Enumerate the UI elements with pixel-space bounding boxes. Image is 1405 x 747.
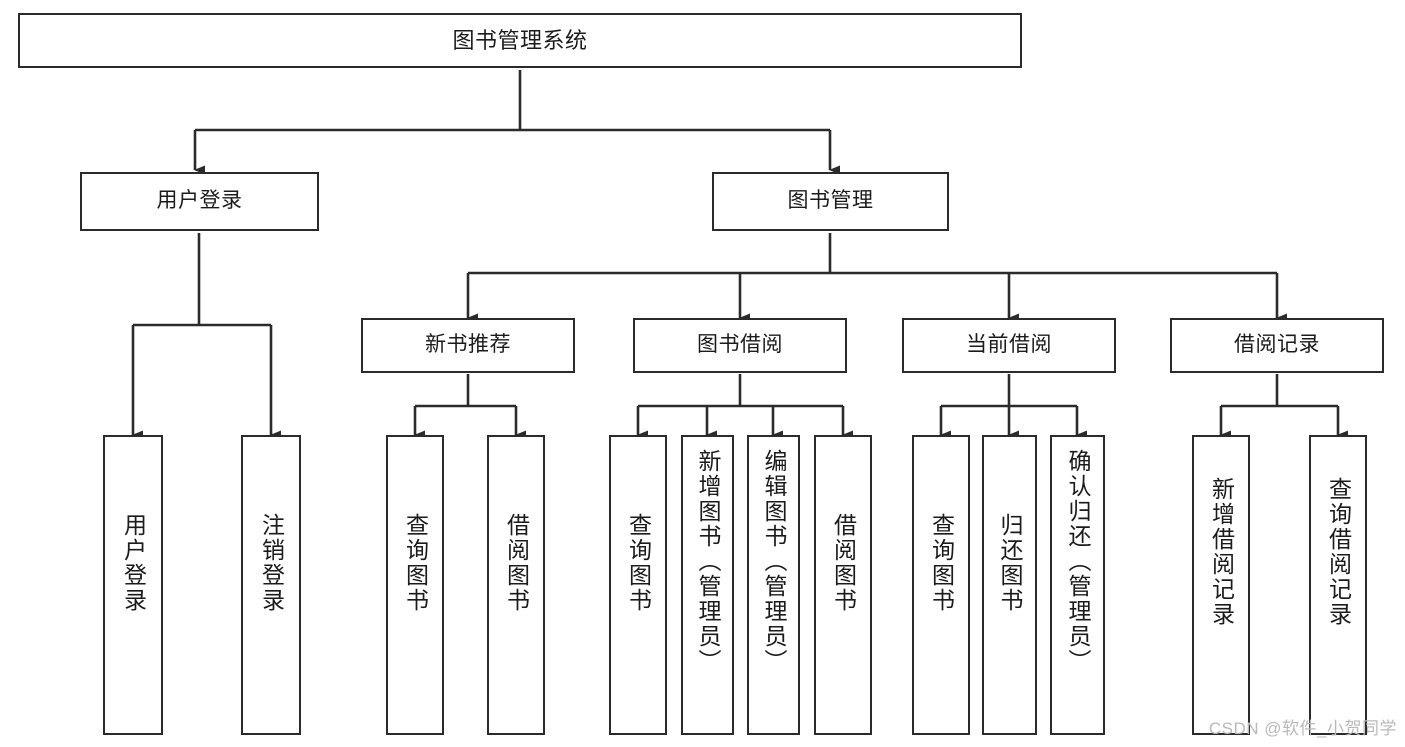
csdn-watermark: CSDN @软件_小贺同学 bbox=[1208, 719, 1397, 738]
node-label: 借阅记录 bbox=[1234, 333, 1320, 357]
node-label: 图书管理 bbox=[787, 189, 874, 213]
node-label: 图书借阅 bbox=[697, 333, 783, 357]
node-root-图书管理系统[interactable]: 图书管理系统 bbox=[18, 13, 1022, 68]
node-label: 新增借阅记录 bbox=[1208, 477, 1235, 627]
node-leaf-logout[interactable]: 注销登录 bbox=[241, 435, 301, 735]
node-leaf-add-book[interactable]: 新增图书（管理员） bbox=[681, 435, 734, 735]
node-leaf-query-record[interactable]: 查询借阅记录 bbox=[1309, 435, 1367, 735]
node-new-book-recommend[interactable]: 新书推荐 bbox=[361, 318, 575, 373]
node-leaf-return-book[interactable]: 归还图书 bbox=[982, 435, 1037, 735]
node-label: 新增图书（管理员） bbox=[695, 449, 721, 674]
node-borrow-record[interactable]: 借阅记录 bbox=[1170, 318, 1384, 373]
node-label: 归还图书 bbox=[997, 513, 1023, 613]
node-label: 当前借阅 bbox=[966, 333, 1052, 357]
node-book-manage[interactable]: 图书管理 bbox=[712, 172, 949, 231]
node-label: 借阅图书 bbox=[830, 513, 857, 613]
node-leaf-user-login[interactable]: 用户登录 bbox=[103, 435, 163, 735]
node-leaf-query-book-3[interactable]: 查询图书 bbox=[912, 435, 970, 735]
node-label: 新书推荐 bbox=[425, 333, 511, 357]
node-label: 查询图书 bbox=[625, 513, 652, 613]
node-label: 确认归还（管理员） bbox=[1065, 449, 1091, 674]
node-label: 用户登录 bbox=[120, 513, 147, 613]
node-label: 查询图书 bbox=[928, 513, 955, 613]
node-leaf-confirm-return[interactable]: 确认归还（管理员） bbox=[1050, 435, 1105, 735]
node-label: 借阅图书 bbox=[503, 513, 530, 613]
node-leaf-borrow-book-1[interactable]: 借阅图书 bbox=[487, 435, 545, 735]
node-current-borrow[interactable]: 当前借阅 bbox=[902, 318, 1116, 373]
node-label: 查询借阅记录 bbox=[1325, 477, 1352, 627]
node-user-login[interactable]: 用户登录 bbox=[80, 172, 319, 231]
node-leaf-add-record[interactable]: 新增借阅记录 bbox=[1192, 435, 1250, 735]
node-label: 查询图书 bbox=[402, 513, 429, 613]
node-book-borrow[interactable]: 图书借阅 bbox=[633, 318, 847, 373]
node-leaf-query-book-2[interactable]: 查询图书 bbox=[609, 435, 667, 735]
node-label: 图书管理系统 bbox=[452, 27, 588, 53]
node-label: 编辑图书（管理员） bbox=[761, 449, 787, 674]
node-label: 注销登录 bbox=[258, 513, 285, 613]
node-leaf-query-book-1[interactable]: 查询图书 bbox=[386, 435, 444, 735]
node-leaf-borrow-book-2[interactable]: 借阅图书 bbox=[814, 435, 872, 735]
node-label: 用户登录 bbox=[156, 189, 243, 213]
node-leaf-edit-book[interactable]: 编辑图书（管理员） bbox=[747, 435, 800, 735]
